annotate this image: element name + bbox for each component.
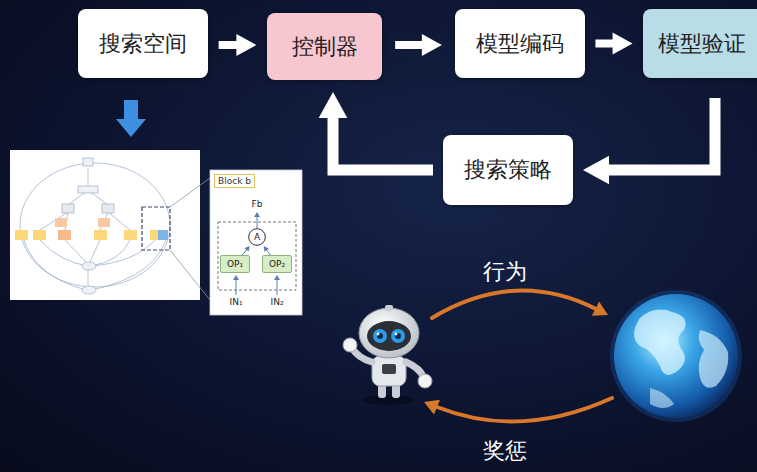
op-box: OP₂ xyxy=(262,255,292,273)
strategy-box: 搜索策略 xyxy=(443,135,573,205)
node-text: 控制器 xyxy=(292,32,358,62)
arrowhead xyxy=(244,246,249,252)
aggregate-circle: A xyxy=(248,228,266,246)
arrowhead xyxy=(236,34,256,56)
connector xyxy=(242,246,249,255)
process-box: 模型编码 xyxy=(455,9,585,78)
block-panel-node: Block b A OP₁ OP₂ xyxy=(210,170,302,315)
node-text: 模型编码 xyxy=(476,29,564,59)
connector xyxy=(264,246,271,255)
node-text: 模型验证 xyxy=(658,29,746,59)
connector-line xyxy=(395,41,426,49)
controller-box: 控制器 xyxy=(267,13,382,80)
network-image xyxy=(10,150,210,300)
input-label: IN₁ xyxy=(230,297,243,307)
connector xyxy=(583,98,715,184)
connector-line xyxy=(604,98,715,170)
cycle-arrowhead xyxy=(424,400,440,415)
node-text: Block b xyxy=(214,174,255,188)
output-label: Fb xyxy=(252,199,263,209)
node-text: 搜索空间 xyxy=(99,29,187,59)
down-arrow xyxy=(116,100,146,137)
validation-box: 模型验证 xyxy=(643,9,757,78)
globe-figure xyxy=(610,290,742,422)
process-box: 搜索空间 xyxy=(78,9,208,78)
arrowhead xyxy=(422,34,442,56)
node-text: OP₁ xyxy=(227,259,243,269)
arrowhead xyxy=(264,246,269,252)
op-box: OP₁ xyxy=(220,255,250,273)
connector xyxy=(595,33,632,55)
connector-line xyxy=(333,113,433,170)
input-label: IN₂ xyxy=(271,297,284,307)
arrowhead xyxy=(583,156,609,185)
node-text: 搜索策略 xyxy=(464,155,552,185)
action-label: 行为 xyxy=(483,257,527,287)
connector xyxy=(219,34,257,56)
robot-figure xyxy=(343,305,432,405)
arrowhead xyxy=(319,92,348,118)
cycle-arrowhead xyxy=(592,302,608,316)
node-text: A xyxy=(254,232,260,242)
cycle-arcs xyxy=(432,291,612,422)
arrowhead xyxy=(613,33,633,55)
block-panel xyxy=(210,170,302,315)
connector xyxy=(395,34,442,56)
reward-label: 奖惩 xyxy=(483,436,527,466)
connector xyxy=(319,92,433,170)
node-text: OP₂ xyxy=(269,259,285,269)
